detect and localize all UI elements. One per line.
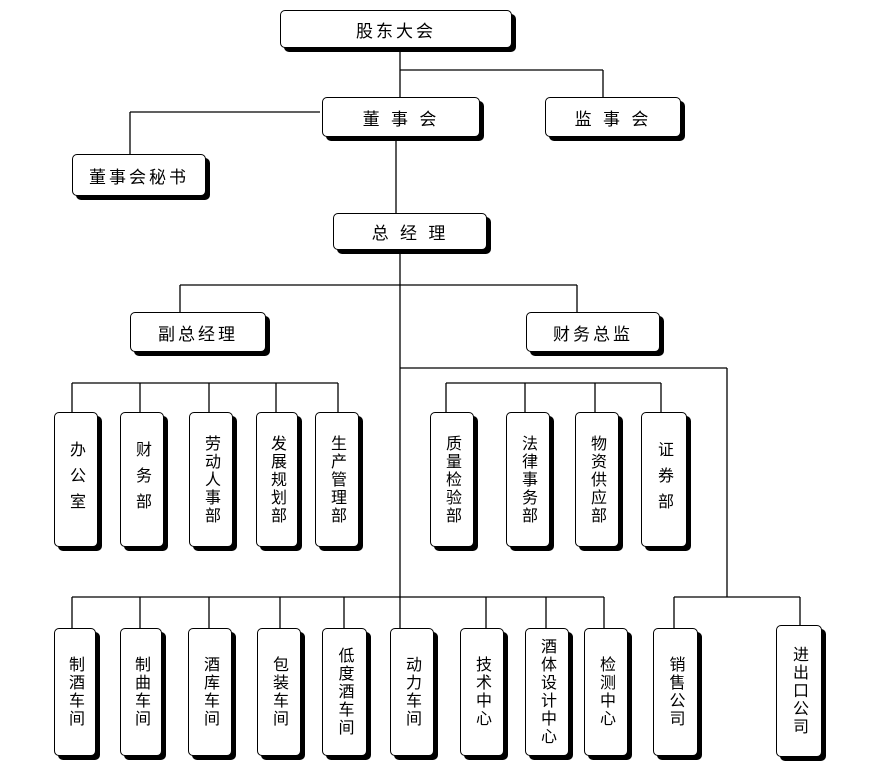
board-label: 董 事 会 (362, 109, 440, 130)
supply-dept-label: 物资供应部 (588, 434, 607, 525)
koji-workshop-box: 制曲车间 (120, 628, 162, 756)
import-export-company-box: 进出口公司 (776, 625, 822, 757)
general-manager-box: 总 经 理 (333, 213, 487, 250)
legal-dept-box: 法律事务部 (506, 412, 550, 547)
brewing-workshop-box: 制酒车间 (54, 628, 96, 756)
vice-gm-box: 副总经理 (130, 312, 266, 352)
finance-director-label: 财务总监 (553, 324, 633, 345)
supply-dept-box: 物资供应部 (575, 412, 619, 547)
finance-director-box: 财务总监 (526, 312, 660, 352)
board-box: 董 事 会 (322, 97, 480, 137)
sales-company-box: 销售公司 (653, 628, 698, 756)
shareholders-box: 股东大会 (280, 10, 512, 48)
shareholders-label: 股东大会 (356, 21, 436, 42)
power-workshop-box: 动力车间 (390, 628, 434, 756)
import-export-company-label: 进出口公司 (790, 646, 809, 736)
inspection-center-box: 检测中心 (584, 628, 628, 756)
supervisors-box: 监 事 会 (545, 97, 681, 137)
blend-design-center-box: 酒体设计中心 (525, 628, 569, 756)
sales-company-label: 销售公司 (666, 656, 686, 728)
planning-dept-box: 发展规划部 (256, 412, 298, 547)
finance-dept-label: 财务部 (133, 440, 152, 519)
storage-workshop-label: 酒库车间 (201, 656, 220, 728)
quality-dept-label: 质量检验部 (443, 434, 462, 525)
brewing-workshop-label: 制酒车间 (66, 656, 85, 728)
hr-dept-label: 劳动人事部 (202, 434, 221, 525)
board-secretary-label: 董事会秘书 (89, 167, 189, 188)
finance-dept-box: 财务部 (120, 412, 164, 547)
hr-dept-box: 劳动人事部 (189, 412, 233, 547)
production-dept-label: 生产管理部 (328, 434, 347, 525)
blend-design-center-label: 酒体设计中心 (538, 638, 557, 746)
low-alcohol-workshop-label: 低度酒车间 (335, 647, 355, 737)
board-secretary-box: 董事会秘书 (72, 154, 206, 196)
office-label: 办公室 (67, 440, 86, 519)
tech-center-box: 技术中心 (460, 628, 504, 756)
packaging-workshop-box: 包装车间 (257, 628, 301, 756)
securities-dept-label: 证券部 (655, 440, 674, 519)
inspection-center-label: 检测中心 (597, 656, 616, 728)
supervisors-label: 监 事 会 (574, 109, 652, 130)
planning-dept-label: 发展规划部 (268, 434, 287, 525)
production-dept-box: 生产管理部 (315, 412, 359, 547)
power-workshop-label: 动力车间 (403, 656, 422, 728)
storage-workshop-box: 酒库车间 (188, 628, 232, 756)
koji-workshop-label: 制曲车间 (132, 656, 151, 728)
quality-dept-box: 质量检验部 (430, 412, 474, 547)
general-manager-label: 总 经 理 (371, 224, 449, 244)
tech-center-label: 技术中心 (473, 656, 492, 728)
securities-dept-box: 证券部 (641, 412, 687, 547)
packaging-workshop-label: 包装车间 (270, 656, 289, 728)
legal-dept-label: 法律事务部 (519, 434, 538, 525)
vice-gm-label: 副总经理 (158, 324, 238, 345)
low-alcohol-workshop-box: 低度酒车间 (322, 628, 367, 756)
office-box: 办公室 (54, 412, 98, 547)
